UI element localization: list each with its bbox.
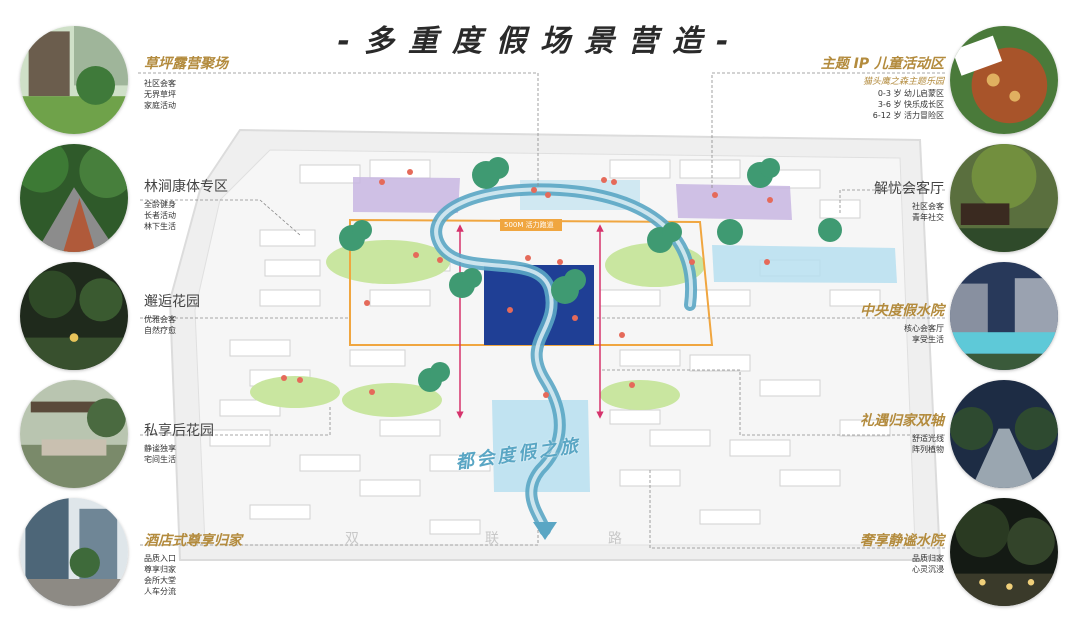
people bbox=[281, 169, 773, 398]
item-line: 0-3 岁 幼儿启蒙区 bbox=[877, 89, 944, 98]
item-title: 解忧会客厅 bbox=[874, 181, 944, 197]
item-title: 礼遇归家双轴 bbox=[860, 413, 944, 429]
kids-play-zone bbox=[676, 184, 792, 220]
photo-kids-play-area bbox=[950, 26, 1058, 134]
photo-central-pool bbox=[950, 262, 1058, 370]
item-line: 品质入口 bbox=[144, 554, 176, 563]
road-char: 双 bbox=[345, 531, 359, 547]
photo-lounge bbox=[950, 144, 1058, 252]
item-line: 长者活动 bbox=[144, 211, 176, 220]
item-title: 奢享静谧水院 bbox=[860, 533, 944, 549]
left-item-private-garden: 私享后花园 静谧独享 宅间生活 bbox=[144, 420, 214, 465]
photo-home-axis bbox=[950, 380, 1058, 488]
item-line: 青年社交 bbox=[912, 213, 944, 222]
photo-hotel-entrance bbox=[20, 498, 128, 606]
lawn bbox=[600, 380, 680, 410]
item-line: 社区会客 bbox=[144, 79, 176, 88]
photo-lawn-camping bbox=[20, 26, 128, 134]
trail-label: 500M 活力跑道 bbox=[504, 221, 554, 229]
right-item-kids-area: 主题 IP 儿童活动区 猫头鹰之森主题乐园 0-3 岁 幼儿启蒙区 3-6 岁 … bbox=[821, 53, 944, 121]
photo-private-garden bbox=[20, 380, 128, 488]
lawn bbox=[326, 240, 450, 284]
item-line: 静谧独享 bbox=[144, 444, 176, 453]
item-title: 邂逅花园 bbox=[144, 294, 200, 310]
trees bbox=[339, 157, 842, 392]
item-line: 自然疗愈 bbox=[144, 326, 176, 335]
item-line: 全龄健身 bbox=[144, 200, 176, 209]
lawn-camping-zone bbox=[353, 177, 460, 213]
lawn bbox=[342, 383, 442, 417]
right-item-quiet-water-court: 奢享静谧水院 品质归家 心灵沉浸 bbox=[860, 530, 944, 575]
item-line: 3-6 岁 快乐成长区 bbox=[877, 100, 944, 109]
right-item-lounge: 解忧会客厅 社区会客 青年社交 bbox=[874, 178, 944, 223]
page-title: -多重度假场景营造- bbox=[337, 24, 743, 59]
photo-encounter-garden bbox=[20, 262, 128, 370]
item-line: 6-12 岁 活力冒险区 bbox=[872, 111, 944, 120]
item-line: 家庭活动 bbox=[144, 101, 176, 110]
item-line: 会所大堂 bbox=[144, 576, 176, 585]
item-line: 林下生活 bbox=[144, 222, 176, 231]
item-line: 核心会客厅 bbox=[904, 324, 944, 333]
item-line: 舒适光线 bbox=[912, 434, 944, 443]
right-item-central-pool: 中央度假水院 核心会客厅 享受生活 bbox=[860, 300, 944, 345]
left-item-encounter-garden: 邂逅花园 优雅会客 自然疗愈 bbox=[144, 291, 200, 336]
item-title: 林涧康体专区 bbox=[144, 179, 228, 195]
lawn bbox=[250, 376, 340, 408]
item-line: 优雅会客 bbox=[144, 315, 176, 324]
leader-lines bbox=[138, 72, 945, 549]
lounge-water-zone bbox=[712, 245, 897, 283]
item-line: 品质归家 bbox=[912, 554, 944, 563]
left-item-forest-fitness: 林涧康体专区 全龄健身 长者活动 林下生活 bbox=[144, 176, 228, 232]
item-line: 社区会客 bbox=[912, 202, 944, 211]
left-item-lawn-camping: 草坪露营聚场 社区会客 无界草坪 家庭活动 bbox=[144, 53, 228, 111]
item-title: 中央度假水院 bbox=[860, 303, 944, 319]
item-line: 阵列植物 bbox=[912, 445, 944, 454]
item-line: 尊享归家 bbox=[144, 565, 176, 574]
item-line: 享受生活 bbox=[912, 335, 944, 344]
item-title: 酒店式尊享归家 bbox=[144, 533, 242, 549]
item-subtitle: 猫头鹰之森主题乐园 bbox=[862, 77, 944, 87]
item-title: 主题 IP 儿童活动区 bbox=[820, 56, 944, 72]
item-line: 心灵沉浸 bbox=[912, 565, 944, 574]
photo-forest-fitness bbox=[20, 144, 128, 252]
running-trail bbox=[349, 218, 714, 346]
right-item-home-axis: 礼遇归家双轴 舒适光线 阵列植物 bbox=[860, 410, 944, 455]
item-line: 人车分流 bbox=[144, 587, 176, 596]
left-item-hotel-home: 酒店式尊享归家 品质入口 尊享归家 会所大堂 人车分流 bbox=[144, 530, 242, 597]
photo-quiet-water-court bbox=[950, 498, 1058, 606]
road-char: 路 bbox=[608, 531, 622, 547]
road-char: 联 bbox=[485, 531, 499, 547]
item-line: 无界草坪 bbox=[144, 90, 176, 99]
item-line: 宅间生活 bbox=[144, 455, 176, 464]
item-title: 草坪露营聚场 bbox=[144, 56, 228, 72]
item-title: 私享后花园 bbox=[144, 423, 214, 439]
